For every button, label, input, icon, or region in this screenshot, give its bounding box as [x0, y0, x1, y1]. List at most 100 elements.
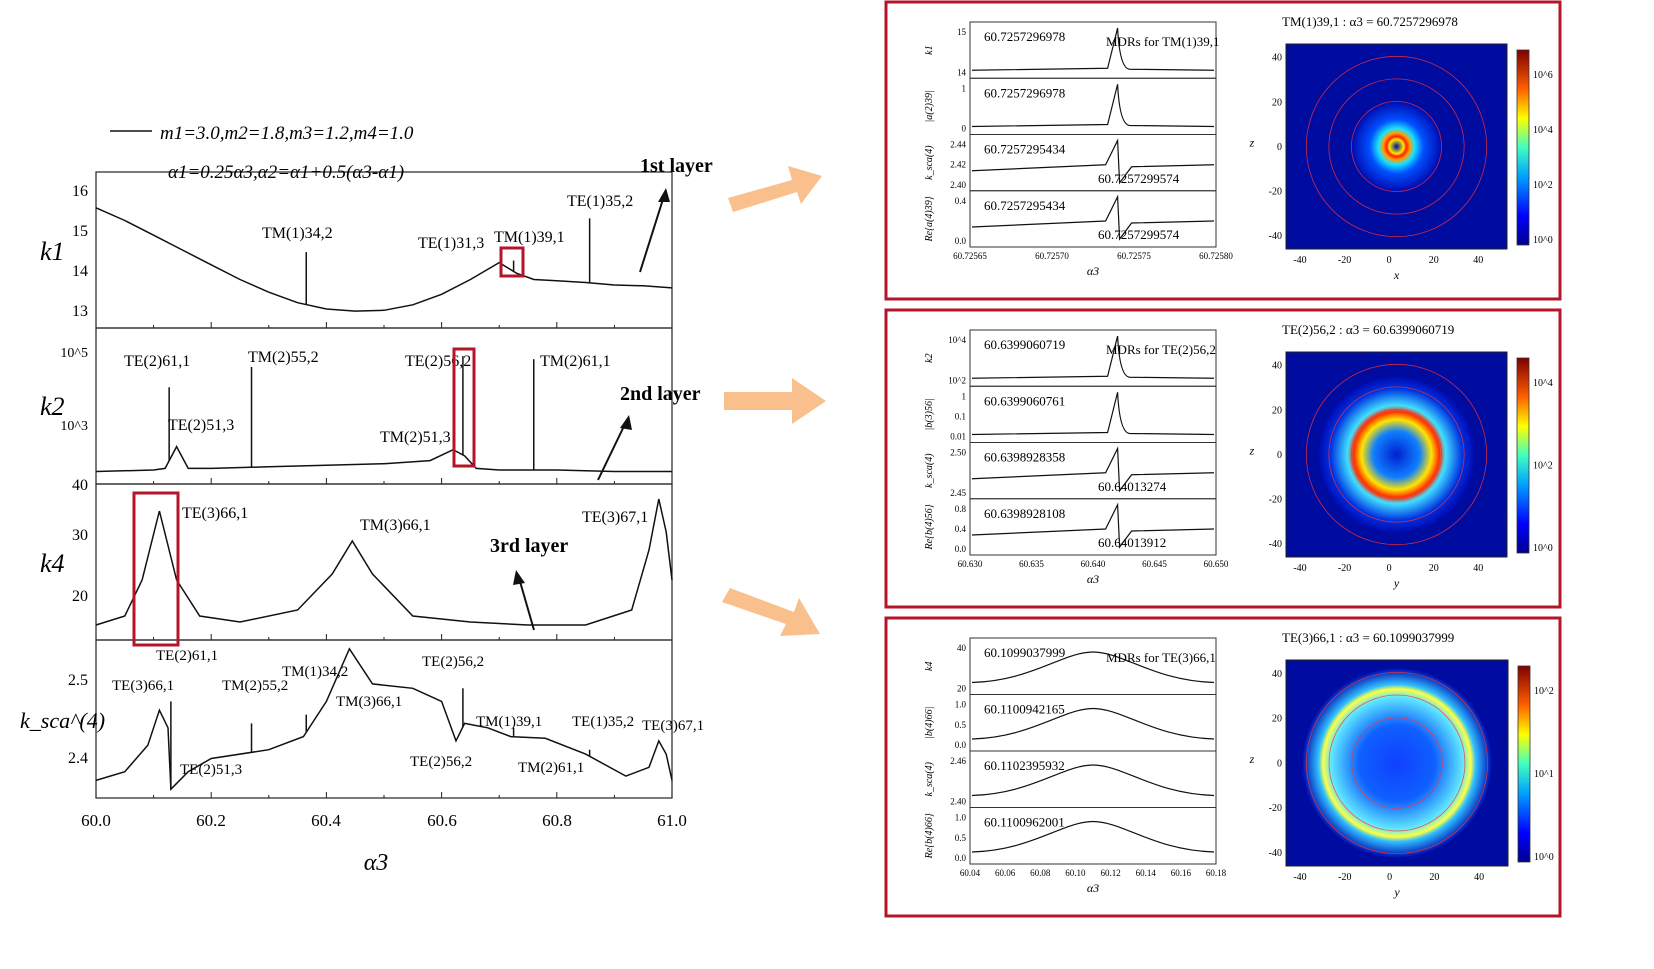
inset-xtick: 60.645: [1142, 559, 1167, 569]
inset-xtick: 60.635: [1019, 559, 1044, 569]
inset-xtick: 60.72570: [1035, 251, 1069, 261]
inset-xtick: 60.640: [1081, 559, 1106, 569]
xtick: 60.4: [311, 811, 341, 830]
inset-row-ytick: 1.0: [955, 700, 967, 710]
inset-row-curve: [971, 651, 1215, 684]
field-ytick: -20: [1269, 803, 1282, 814]
legend-line-label: m1=3.0,m2=1.8,m3=1.2,m4=1.0: [160, 123, 414, 144]
inset-row-ytick: 0.0: [955, 740, 967, 750]
inset-title: MDRs for TE(2)56,2: [1106, 342, 1216, 357]
inset-xtick: 60.06: [995, 868, 1016, 878]
field-xtick: -40: [1293, 872, 1306, 883]
field-xtick: -20: [1338, 563, 1351, 574]
inset-row-value: 60.1100942165: [984, 702, 1065, 717]
inset-row-ytick: 2.40: [950, 180, 966, 190]
mode-label: TM(2)55,2: [248, 349, 319, 366]
field-title: TM(1)39,1 : α3 = 60.7257296978: [1282, 14, 1458, 29]
xlabel: α3: [364, 850, 389, 876]
field-ytick: -20: [1269, 494, 1282, 505]
ytick-k1: 16: [72, 183, 88, 200]
left-curves: [95, 207, 673, 798]
ytick-k1: 14: [72, 263, 88, 280]
left-chart: m1=3.0,m2=1.8,m3=1.2,m4=1.0 α1=0.25α3,α2…: [20, 123, 713, 876]
field-ytick: -40: [1269, 848, 1282, 859]
ytick-k1: 15: [72, 223, 88, 240]
field-ytick: 40: [1272, 53, 1282, 64]
inset-row-ylabel: k_sca(4): [924, 145, 935, 180]
inset-row-value: 60.7257296978: [984, 85, 1065, 100]
series-line-k4: [95, 498, 673, 626]
colorbar: [1517, 665, 1531, 863]
field-ytick: 20: [1272, 714, 1282, 725]
mode-label: TE(3)66,1: [112, 678, 174, 694]
series-line-ksca: [95, 647, 673, 791]
inset-row-ytick: 0.8: [955, 504, 967, 514]
field-ylabel: z: [1249, 444, 1255, 458]
inset-row-curve: [971, 27, 1215, 71]
highlight-box: [132, 491, 180, 647]
xtick: 60.0: [81, 811, 111, 830]
inset-row-ytick: 15: [957, 27, 967, 37]
mode-label: TM(1)39,1: [494, 229, 565, 246]
inset-row-ytick: 0.4: [955, 524, 967, 534]
field-xtick: 20: [1429, 255, 1439, 266]
inset-row-curve: [971, 194, 1215, 241]
field-xtick: -20: [1338, 255, 1351, 266]
highlight-box: [499, 246, 525, 278]
inset-row-frame: [969, 498, 1217, 556]
field-xtick: 20: [1429, 872, 1439, 883]
inset-xtick: 60.12: [1100, 868, 1120, 878]
inset-row-ytick: 0.5: [955, 720, 967, 730]
field-ytick: 0: [1277, 450, 1282, 461]
field-ylabel: z: [1249, 752, 1255, 766]
mode-label: TM(2)61,1: [540, 353, 611, 370]
inset-xtick: 60.18: [1206, 868, 1227, 878]
field-map-frame: [1285, 43, 1508, 250]
inset-row-value: 60.1100962001: [984, 815, 1065, 830]
field-ytick: 0: [1277, 758, 1282, 769]
inset-title: MDRs for TM(1)39,1: [1106, 34, 1220, 49]
field-ylabel: z: [1249, 136, 1255, 150]
inset-row-ytick: 0.0: [955, 853, 967, 863]
colorbar-tick: 10^6: [1533, 70, 1553, 81]
inset-row-ylabel: k4: [924, 662, 935, 671]
inset-row-ytick: 1: [962, 391, 967, 401]
inset-xlabel: α3: [1087, 264, 1099, 278]
mode-label: TE(2)61,1: [156, 648, 218, 664]
field-xtick: 40: [1473, 255, 1483, 266]
colorbar-tick: 10^4: [1533, 125, 1553, 136]
field-map-frame: [1285, 659, 1509, 867]
field-xlabel: x: [1393, 268, 1400, 282]
layer-label: 1st layer: [640, 155, 713, 177]
inset-row-ytick: 1: [962, 83, 967, 93]
inset-row-ytick: 10^2: [948, 375, 966, 385]
inset-row-value2: 60.7257299574: [1098, 227, 1180, 242]
mode-label: TM(1)34,2: [282, 664, 348, 680]
ylabel-k2: k2: [40, 392, 65, 421]
layer-arrowhead: [658, 188, 670, 202]
highlight-box: [452, 347, 476, 468]
inset-row-curve: [971, 392, 1215, 436]
inset-row-value2: 60.64013274: [1098, 479, 1167, 494]
mode-label: TM(3)66,1: [360, 517, 431, 534]
inset-row-ytick: 2.40: [950, 797, 966, 807]
inset-row-value: 60.1102395932: [984, 758, 1065, 773]
mode-label: TE(1)35,2: [567, 193, 633, 210]
field-ytick: -40: [1269, 539, 1282, 550]
inset-row-ylabel: Re{a(4)39}: [924, 196, 935, 242]
layer-arrow: [639, 195, 665, 273]
layer-label: 3rd layer: [490, 535, 568, 557]
inset-title: MDRs for TE(3)66,1: [1106, 650, 1216, 665]
inset-row-value: 60.7257295434: [984, 198, 1066, 213]
layer-boundary-circle: [1328, 386, 1465, 523]
inset-row-ylabel: |b(3)56|: [924, 398, 935, 430]
colorbar-tick: 10^1: [1534, 769, 1554, 780]
xtick: 60.2: [196, 811, 226, 830]
inset-xlabel: α3: [1087, 572, 1099, 586]
field-map-intensity: [1302, 668, 1492, 858]
inset-row-value: 60.7257295434: [984, 142, 1066, 157]
inset-xtick: 60.72565: [953, 251, 987, 261]
colorbar: [1516, 357, 1530, 554]
field-ytick: 20: [1272, 97, 1282, 108]
field-map-intensity: [1318, 376, 1475, 533]
